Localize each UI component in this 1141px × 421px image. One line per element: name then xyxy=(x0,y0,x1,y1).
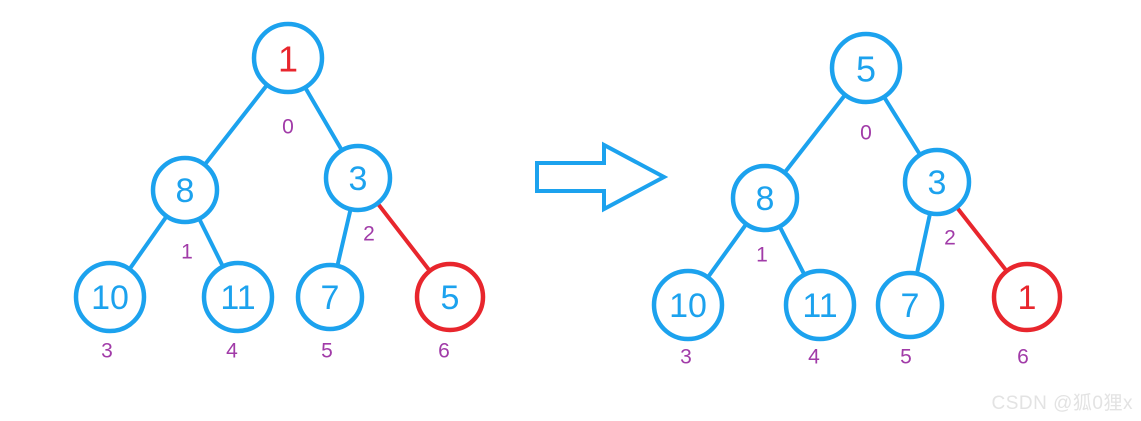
arrow-right-icon xyxy=(535,141,669,213)
tree-node[interactable]: 32 xyxy=(902,147,972,250)
tree-node[interactable]: 81 xyxy=(150,155,220,264)
node-value: 7 xyxy=(901,287,920,325)
tree-edge xyxy=(203,83,269,166)
tree-node[interactable]: 56 xyxy=(414,261,486,363)
node-index-label: 1 xyxy=(181,241,193,264)
node-circle[interactable] xyxy=(414,261,486,333)
tree-node[interactable]: 16 xyxy=(991,261,1063,369)
node-value: 5 xyxy=(441,279,460,317)
tree-edge xyxy=(915,212,932,275)
node-circle[interactable] xyxy=(201,260,275,334)
node-index-label: 4 xyxy=(808,346,820,369)
tree-node[interactable]: 75 xyxy=(295,262,365,363)
tree-edge xyxy=(197,217,225,268)
node-circle[interactable] xyxy=(783,268,857,342)
tree-edge xyxy=(335,208,353,267)
node-index-label: 1 xyxy=(756,244,768,267)
tree-node[interactable]: 10 xyxy=(251,21,325,139)
node-circle[interactable] xyxy=(730,163,800,233)
tree-edge xyxy=(783,93,847,174)
node-circle[interactable] xyxy=(251,21,325,95)
node-circle[interactable] xyxy=(991,261,1063,333)
node-circle[interactable] xyxy=(150,155,220,225)
node-circle[interactable] xyxy=(875,270,945,340)
node-value: 10 xyxy=(669,287,707,325)
node-value: 5 xyxy=(856,49,876,90)
node-index-label: 5 xyxy=(321,340,333,363)
node-index-label: 3 xyxy=(101,340,113,363)
node-value: 11 xyxy=(220,279,255,317)
node-index-label: 0 xyxy=(282,116,294,139)
tree-edge xyxy=(955,206,1008,273)
tree-node[interactable]: 75 xyxy=(875,270,945,369)
node-index-label: 4 xyxy=(226,340,238,363)
tree-node[interactable]: 32 xyxy=(323,143,393,246)
node-value: 11 xyxy=(802,287,837,325)
tree-edge xyxy=(303,86,344,152)
node-value: 10 xyxy=(91,279,129,317)
node-circle[interactable] xyxy=(323,143,393,213)
tree-node[interactable]: 10 3 xyxy=(651,268,725,369)
tree-edge xyxy=(376,202,432,273)
tree-node[interactable]: 50 xyxy=(829,31,903,145)
tree-edges xyxy=(706,93,1008,279)
watermark-label: CSDN @狐0狸x xyxy=(991,393,1133,414)
node-value: 8 xyxy=(176,172,195,210)
node-index-label: 5 xyxy=(900,346,912,369)
node-value: 3 xyxy=(928,164,947,202)
node-index-label: 2 xyxy=(944,227,956,250)
tree-node[interactable]: 11 4 xyxy=(201,260,275,363)
node-value: 1 xyxy=(1018,279,1037,317)
node-circle[interactable] xyxy=(829,31,903,105)
tree-node[interactable]: 11 4 xyxy=(783,268,857,369)
node-circle[interactable] xyxy=(73,260,147,334)
node-value: 7 xyxy=(321,279,340,317)
node-index-label: 3 xyxy=(680,346,692,369)
node-circle[interactable] xyxy=(295,262,365,332)
node-value: 3 xyxy=(349,160,368,198)
node-index-label: 6 xyxy=(1017,346,1029,369)
tree-edge xyxy=(706,222,748,279)
tree-node[interactable]: 10 3 xyxy=(73,260,147,363)
node-index-label: 0 xyxy=(860,122,872,145)
node-index-label: 2 xyxy=(363,223,375,246)
node-value: 8 xyxy=(756,180,775,218)
tree-edges xyxy=(128,83,432,273)
tree-edge xyxy=(128,215,169,271)
tree-node[interactable]: 81 xyxy=(730,163,800,267)
node-index-label: 6 xyxy=(438,340,450,363)
tree-edge xyxy=(778,225,806,276)
node-value: 1 xyxy=(278,39,298,80)
node-circle[interactable] xyxy=(651,268,725,342)
tree-edge xyxy=(882,95,922,156)
node-circle[interactable] xyxy=(902,147,972,217)
